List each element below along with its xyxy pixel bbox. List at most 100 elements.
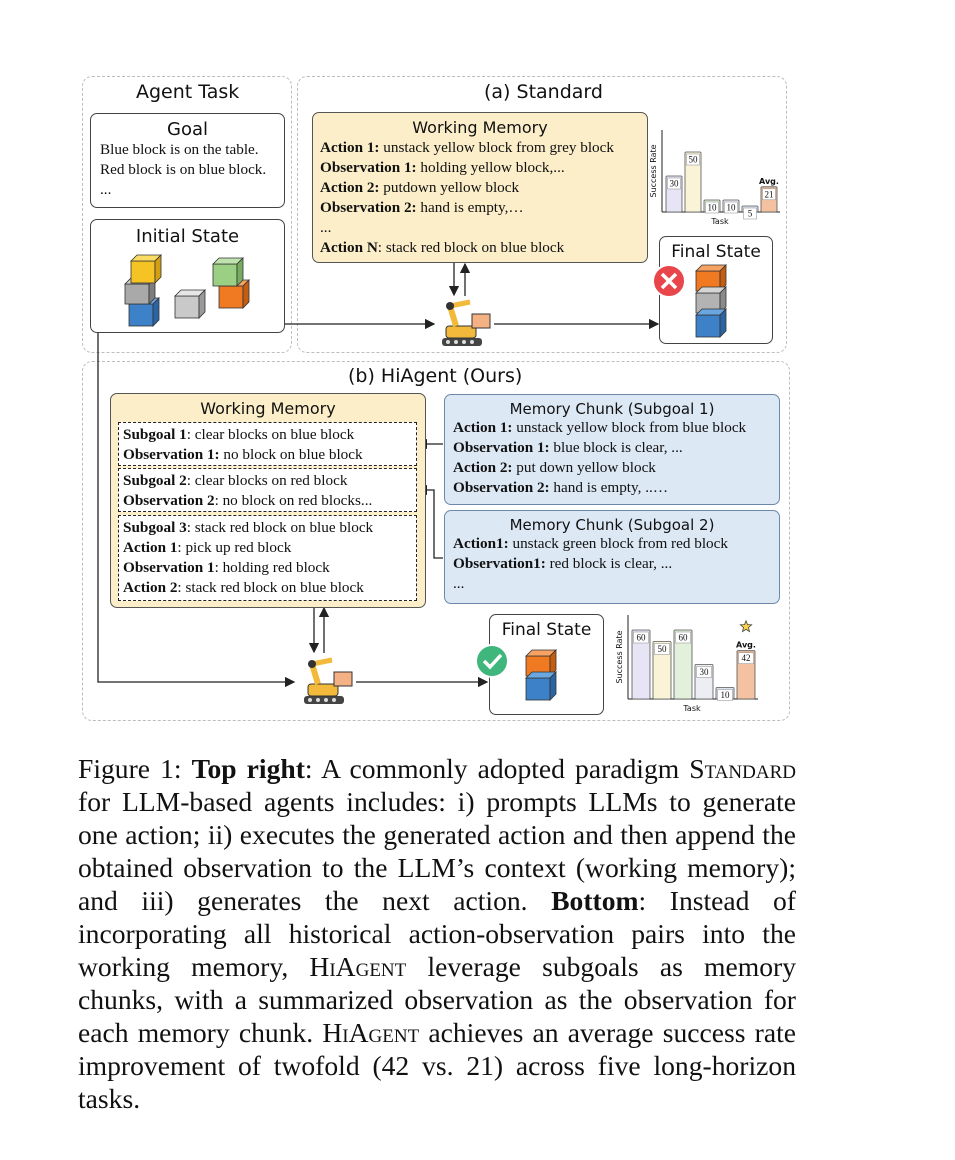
standard-region xyxy=(297,76,787,353)
memory-line-text: : pick up red block xyxy=(177,539,292,556)
chart-value-box xyxy=(654,643,670,655)
chart-value-label: 5 xyxy=(748,209,753,219)
chart-xlabel: Task xyxy=(710,217,729,226)
chart-ylabel: Success Rate xyxy=(650,144,658,197)
memory-line-key: Observation 2: xyxy=(320,199,417,216)
hiagent-region xyxy=(82,361,790,721)
hiagent-wm-title: Working Memory xyxy=(200,399,336,418)
memory-line: Action 2: put down yellow block xyxy=(453,458,779,478)
chart-value-box xyxy=(633,631,649,644)
chart-value-label: 50 xyxy=(689,155,699,165)
standard-wm-title: Working Memory xyxy=(412,118,548,137)
green-block xyxy=(212,257,244,287)
standard-final-blocks xyxy=(695,264,727,338)
cross-icon xyxy=(652,264,686,298)
chart-value-box xyxy=(717,689,733,701)
memory-line: ... xyxy=(453,574,779,594)
memory-line-text: : clear blocks on red block xyxy=(186,472,348,489)
memory-line: Subgoal 2: clear blocks on red block xyxy=(123,471,412,491)
caption-text-4: leverage subgoals as memory chunks, with… xyxy=(78,951,796,1048)
chart-value-label: 10 xyxy=(708,203,718,213)
chart-value-box xyxy=(686,153,700,166)
initial-state-title: Initial State xyxy=(135,226,240,247)
chart-value-box xyxy=(724,201,738,214)
chart-bar xyxy=(631,629,651,700)
chart-value-label: 21 xyxy=(765,189,774,199)
chart-value-box xyxy=(696,666,712,678)
caption-text-2: for LLM-based agents includes: i) prompt… xyxy=(78,786,796,916)
memory-line: Action 2: putdown yellow block xyxy=(320,178,647,198)
robot-icon-hiagent xyxy=(304,657,353,704)
chart-value-box xyxy=(743,207,757,220)
goal-title: Goal xyxy=(167,119,208,140)
grey-block-2 xyxy=(174,289,206,319)
memory-line: Observation 1: holding yellow block,... xyxy=(320,158,647,178)
chart-value-label: 42 xyxy=(742,653,751,663)
memory-line-key: Observation 2 xyxy=(123,492,215,509)
initial-blocks-illustration xyxy=(124,254,250,327)
caption-hiagent-2: HiAgent xyxy=(322,1017,420,1048)
memory-chunk-2-lines: Action1: unstack green block from red bl… xyxy=(453,534,779,594)
memory-line-text: no block on blue block xyxy=(219,446,363,463)
memory-line-text: : holding red block xyxy=(214,559,330,576)
hiagent-final-state-title: Final State xyxy=(501,620,592,640)
memory-line-key: Subgoal 1 xyxy=(123,426,187,443)
goal-line-3: ... xyxy=(100,181,112,198)
memory-line-text: unstack yellow block from blue block xyxy=(512,419,747,436)
memory-line-text: hand is empty, ..… xyxy=(549,479,669,496)
memory-line: Action 1: unstack yellow block from grey… xyxy=(320,138,647,158)
memory-line-text: putdown yellow block xyxy=(379,179,520,196)
chart-bar xyxy=(652,641,672,700)
goal-box: Goal Blue block is on the table. Red blo… xyxy=(90,113,285,208)
agent-task-region xyxy=(82,76,292,353)
memory-line-key: Subgoal 2 xyxy=(123,472,187,489)
caption-bold-top-right: Top right xyxy=(191,753,305,784)
chart-bar xyxy=(684,151,702,213)
memory-line: Action1: unstack green block from red bl… xyxy=(453,534,779,554)
memory-line: Action 2: stack red block on blue block xyxy=(123,578,412,598)
yellow-block xyxy=(130,254,162,284)
chart-value-label: 60 xyxy=(637,633,647,643)
memory-line-key: Observation 2: xyxy=(453,479,550,496)
memory-line-key: Action N xyxy=(320,239,378,256)
caption-hiagent-1: HiAgent xyxy=(309,951,407,982)
memory-line-text: blue block is clear, ... xyxy=(549,439,683,456)
chart-value-box xyxy=(762,188,776,201)
memory-line-text: unstack yellow block from grey block xyxy=(379,139,614,156)
memory-line-key: Observation 1: xyxy=(123,446,220,463)
standard-wm-lines: Action 1: unstack yellow block from grey… xyxy=(320,138,647,258)
memory-chunk-1: Memory Chunk (Subgoal 1) Action 1: unsta… xyxy=(444,394,780,505)
memory-line-key: Observation 1: xyxy=(320,159,417,176)
chart-value-label: 50 xyxy=(658,644,668,654)
memory-line-key: Observation1: xyxy=(453,555,546,572)
memory-line-text: red block is clear, ... xyxy=(545,555,673,572)
chart-value-box xyxy=(738,652,754,664)
memory-line-text: unstack green block from red block xyxy=(508,535,728,552)
chart-xlabel: Task xyxy=(682,704,701,713)
chart-bar xyxy=(673,629,693,700)
caption-label: Figure 1: xyxy=(78,753,192,784)
memory-line-text: : stack red block on blue block xyxy=(186,519,374,536)
memory-line: Action 1: pick up red block xyxy=(123,538,412,558)
memory-line-key: Action 2: xyxy=(320,179,380,196)
chart-value-label: 10 xyxy=(727,203,737,213)
caption-text-3: : Instead of incorporating all historica… xyxy=(78,885,796,982)
figure-caption: Figure 1: Top right: A commonly adopted … xyxy=(78,752,796,1115)
subgoal-3-block: Subgoal 3: stack red block on blue block… xyxy=(118,515,417,601)
memory-line-text: : stack red block on blue block xyxy=(177,579,364,596)
chart-value-label: 30 xyxy=(700,667,710,677)
caption-text-1: : A commonly adopted paradigm xyxy=(304,753,690,784)
memory-line-text: : stack red block on blue block xyxy=(377,239,565,256)
connector-arrows xyxy=(97,262,660,688)
memory-line: ... xyxy=(320,218,647,238)
chart-value-box xyxy=(667,177,681,190)
standard-working-memory: Working Memory Action 1: unstack yellow … xyxy=(312,112,648,263)
hiagent-title: (b) HiAgent (Ours) xyxy=(348,365,523,387)
memory-line-text: put down yellow block xyxy=(512,459,656,476)
chart-value-box xyxy=(705,201,719,214)
memory-line: Observation 2: hand is empty,… xyxy=(320,198,647,218)
memory-line: Observation1: red block is clear, ... xyxy=(453,554,779,574)
memory-chunk-2: Memory Chunk (Subgoal 2) Action1: unstac… xyxy=(444,510,780,604)
